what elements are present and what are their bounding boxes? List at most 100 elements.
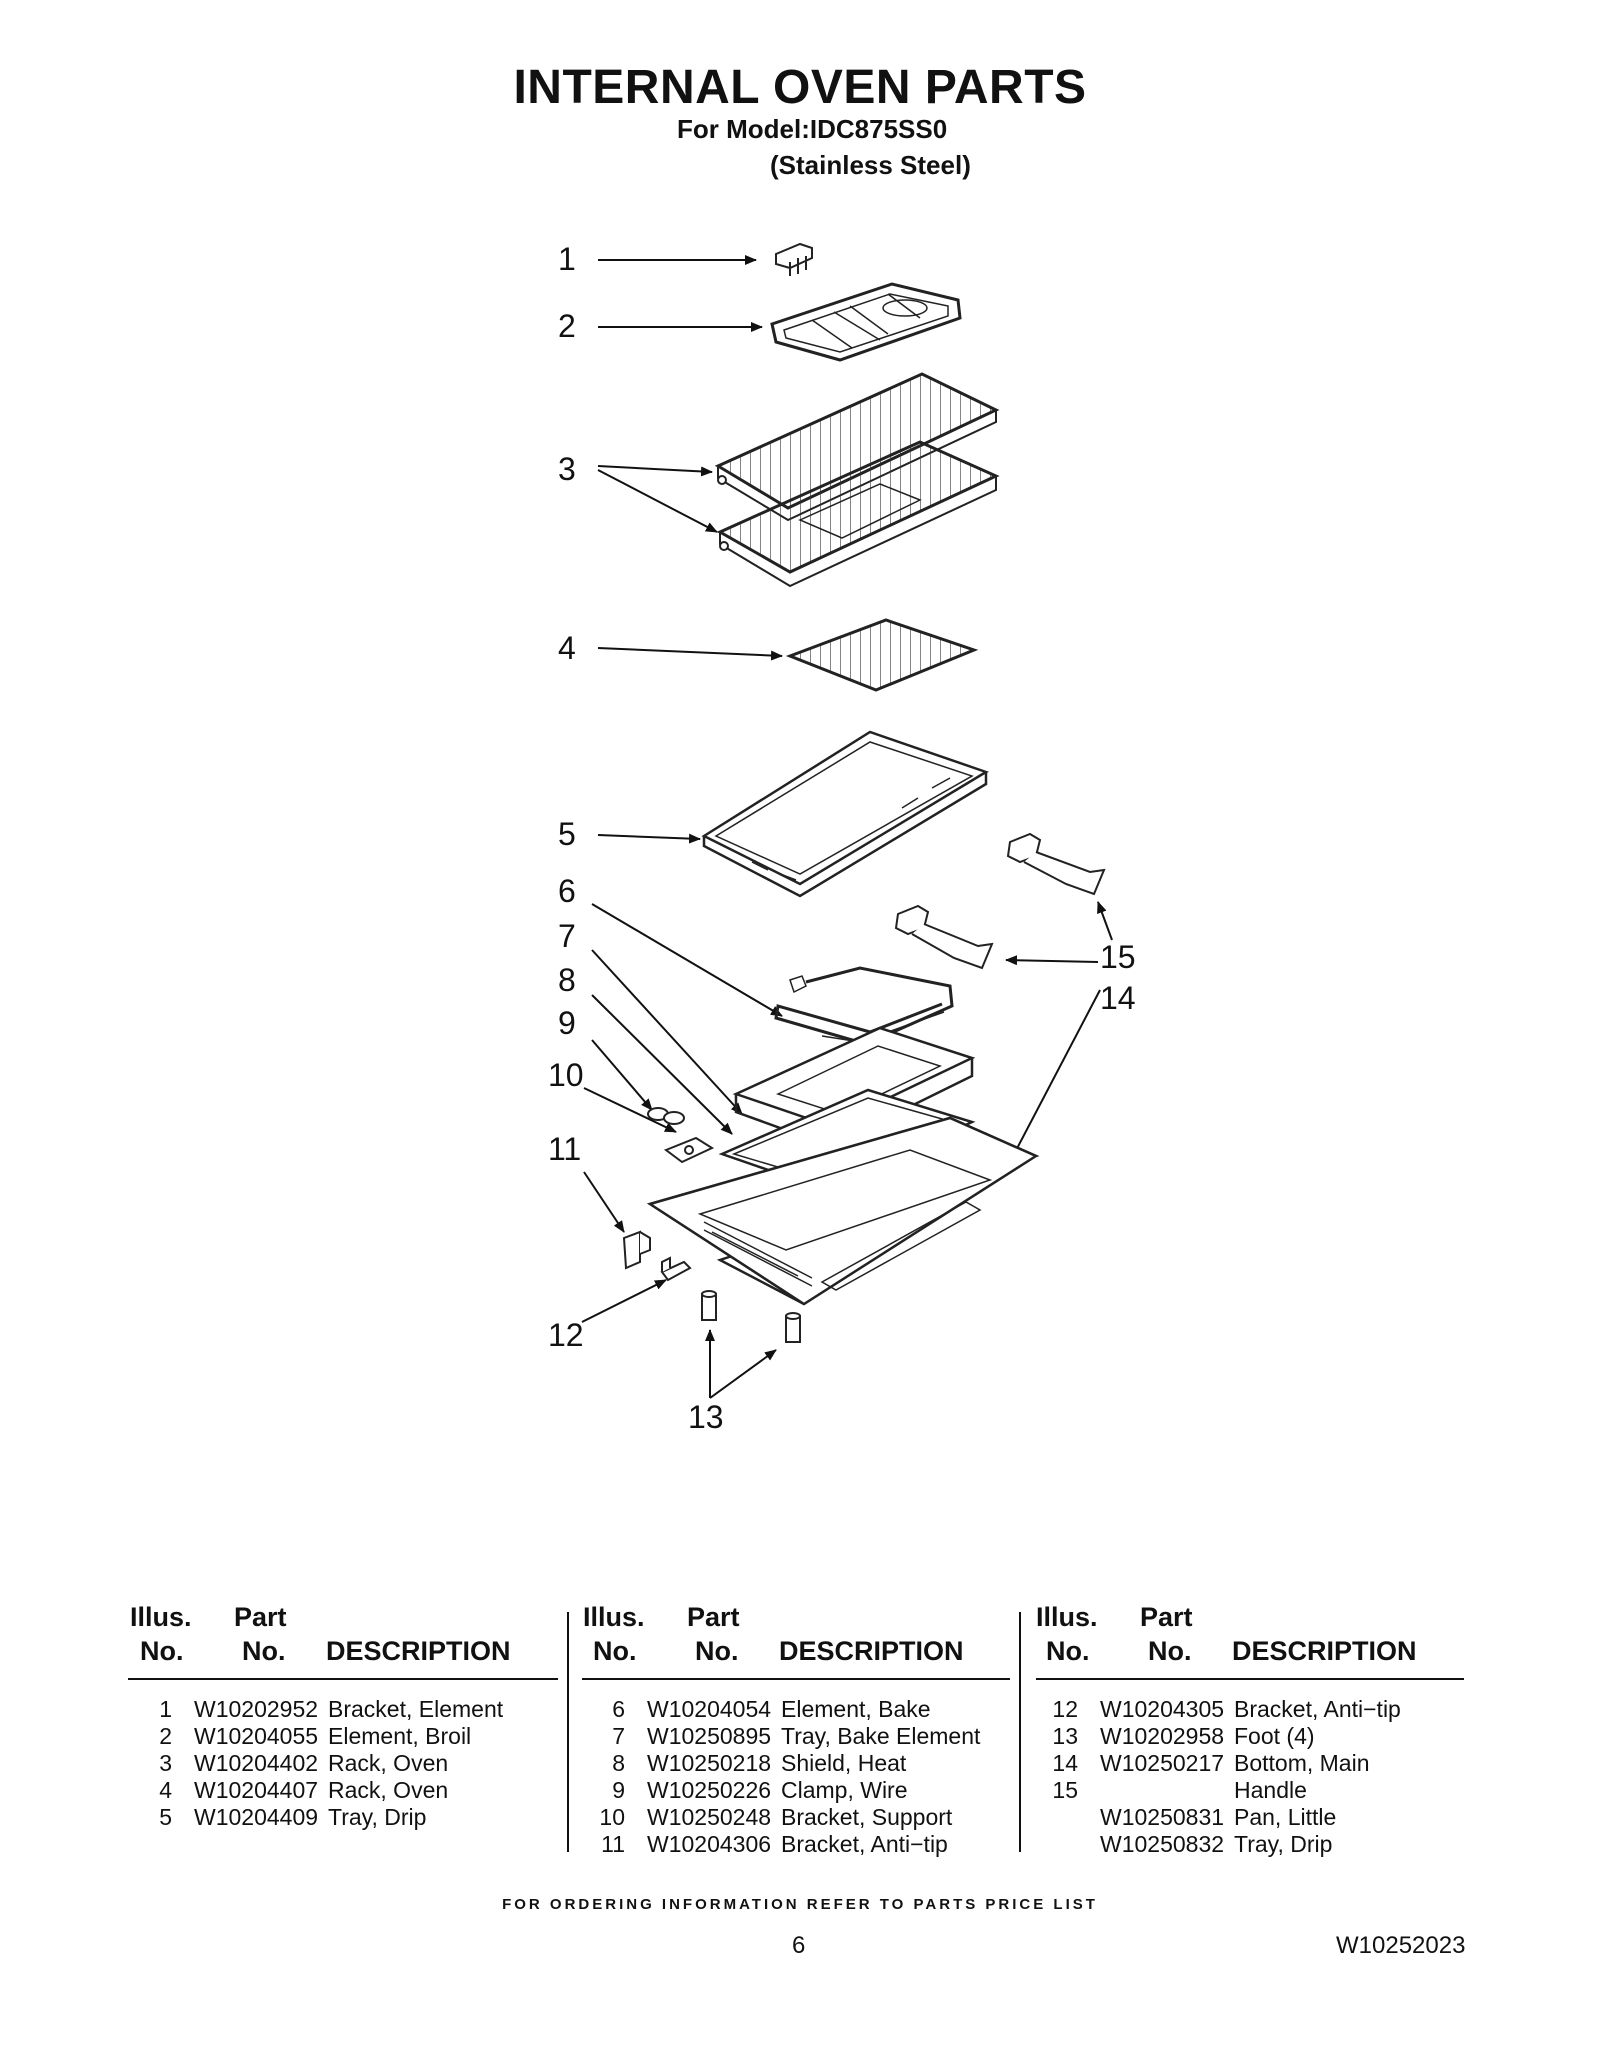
part-description: Bracket, Anti−tip [1234,1696,1401,1722]
description-header: DESCRIPTION [1232,1636,1417,1666]
callout-6: 6 [558,873,576,909]
broil-element-part [770,282,962,362]
part-description: Rack, Oven [328,1750,449,1776]
part-description: Foot (4) [1234,1723,1315,1749]
part-description: Pan, Little [1234,1804,1337,1830]
callout-14: 14 [1100,980,1136,1016]
anti-tip-bracket-part-11 [622,1230,651,1270]
description-header: DESCRIPTION [779,1636,964,1666]
drip-tray-part [701,730,989,898]
callout-9: 9 [558,1005,576,1041]
callout-11: 11 [548,1131,581,1167]
illus-header-top: Illus. [130,1602,192,1632]
part-header-top: Part [687,1602,740,1632]
part-description: Shield, Heat [781,1750,907,1776]
illus-number: 3 [159,1750,172,1776]
part-number: W10250217 [1100,1750,1225,1776]
part-number: W10204054 [647,1696,772,1722]
illus-number: 6 [612,1696,625,1722]
part-header-top: Part [234,1602,287,1632]
main-bottom-part [647,1116,1040,1306]
illus-number: 10 [599,1804,625,1830]
part-description: Tray, Bake Element [781,1723,981,1749]
handle-part-lower [894,904,994,970]
description-header: DESCRIPTION [326,1636,511,1666]
ordering-note: FOR ORDERING INFORMATION REFER TO PARTS … [502,1896,1098,1913]
illus-number: 2 [159,1723,172,1749]
page-number: 6 [792,1932,806,1959]
part-header-bottom: No. [695,1636,739,1666]
part-description: Bottom, Main [1234,1750,1370,1776]
finish-line: (Stainless Steel) [770,150,971,180]
illus-header-bottom: No. [140,1636,184,1666]
part-description: Element, Broil [328,1723,472,1749]
support-bracket-part [663,1136,715,1164]
header-rule-1 [128,1678,558,1680]
part-number: W10250218 [647,1750,772,1776]
illus-number: 15 [1052,1777,1078,1803]
oven-rack-small-part [785,618,979,692]
part-number: W10204402 [194,1750,319,1776]
page-title: INTERNAL OVEN PARTS [513,61,1087,114]
bake-element-tray-part [732,1026,976,1148]
part-number: W10250226 [647,1777,772,1803]
illus-number: 7 [612,1723,625,1749]
illus-number: 8 [612,1750,625,1776]
illus-number: 14 [1052,1750,1078,1776]
callout-7: 7 [558,918,576,954]
illus-number: 11 [601,1831,625,1857]
foot-part-right [785,1312,801,1343]
bake-element-part [774,966,954,1046]
part-number: W10204407 [194,1777,319,1803]
callout-3: 3 [558,451,576,487]
handle-part-upper [1006,832,1106,896]
callout-8: 8 [558,962,576,998]
part-number: W10250895 [647,1723,772,1749]
header-rule-3 [1036,1678,1464,1680]
callout-13: 13 [688,1399,724,1435]
part-header-bottom: No. [1148,1636,1192,1666]
part-header-top: Part [1140,1602,1193,1632]
callout-1: 1 [558,241,576,277]
illus-header-bottom: No. [593,1636,637,1666]
illus-number: 12 [1052,1696,1078,1722]
part-description: Bracket, Support [781,1804,953,1830]
part-description: Tray, Drip [1234,1831,1333,1857]
part-number: W10204055 [194,1723,319,1749]
wire-clamp-part [647,1107,685,1125]
illus-number: 1 [159,1696,172,1722]
part-description: Clamp, Wire [781,1777,908,1803]
part-description: Rack, Oven [328,1777,449,1803]
part-description: Tray, Drip [328,1804,427,1830]
illus-header-top: Illus. [583,1602,645,1632]
part-number: W10250248 [647,1804,772,1830]
part-number: W10204306 [647,1831,772,1857]
callout-10: 10 [548,1057,584,1093]
foot-part-left [701,1290,717,1321]
column-divider-1 [567,1612,569,1852]
part-number: W10202958 [1100,1723,1225,1749]
header-rule-2 [582,1678,1010,1680]
part-number: W10204409 [194,1804,319,1830]
part-number: W10204305 [1100,1696,1225,1722]
callout-4: 4 [558,630,576,666]
part-description: Bracket, Element [328,1696,504,1722]
callout-2: 2 [558,308,576,344]
callout-12: 12 [548,1317,584,1353]
part-number: W10202952 [194,1696,319,1722]
part-description: Handle [1234,1777,1307,1803]
callout-15: 15 [1100,939,1136,975]
illus-number: 4 [159,1777,172,1803]
anti-tip-bracket-part-12 [660,1256,692,1282]
callout-5: 5 [558,816,576,852]
bracket-element-part [775,242,813,276]
part-header-bottom: No. [242,1636,286,1666]
illus-header-bottom: No. [1046,1636,1090,1666]
part-description: Bracket, Anti−tip [781,1831,948,1857]
illus-number: 13 [1052,1723,1078,1749]
illus-number: 5 [159,1804,172,1830]
document-number: W10252023 [1336,1932,1466,1959]
model-line: For Model:IDC875SS0 [677,114,948,144]
part-description: Element, Bake [781,1696,931,1722]
column-divider-2 [1019,1612,1021,1852]
